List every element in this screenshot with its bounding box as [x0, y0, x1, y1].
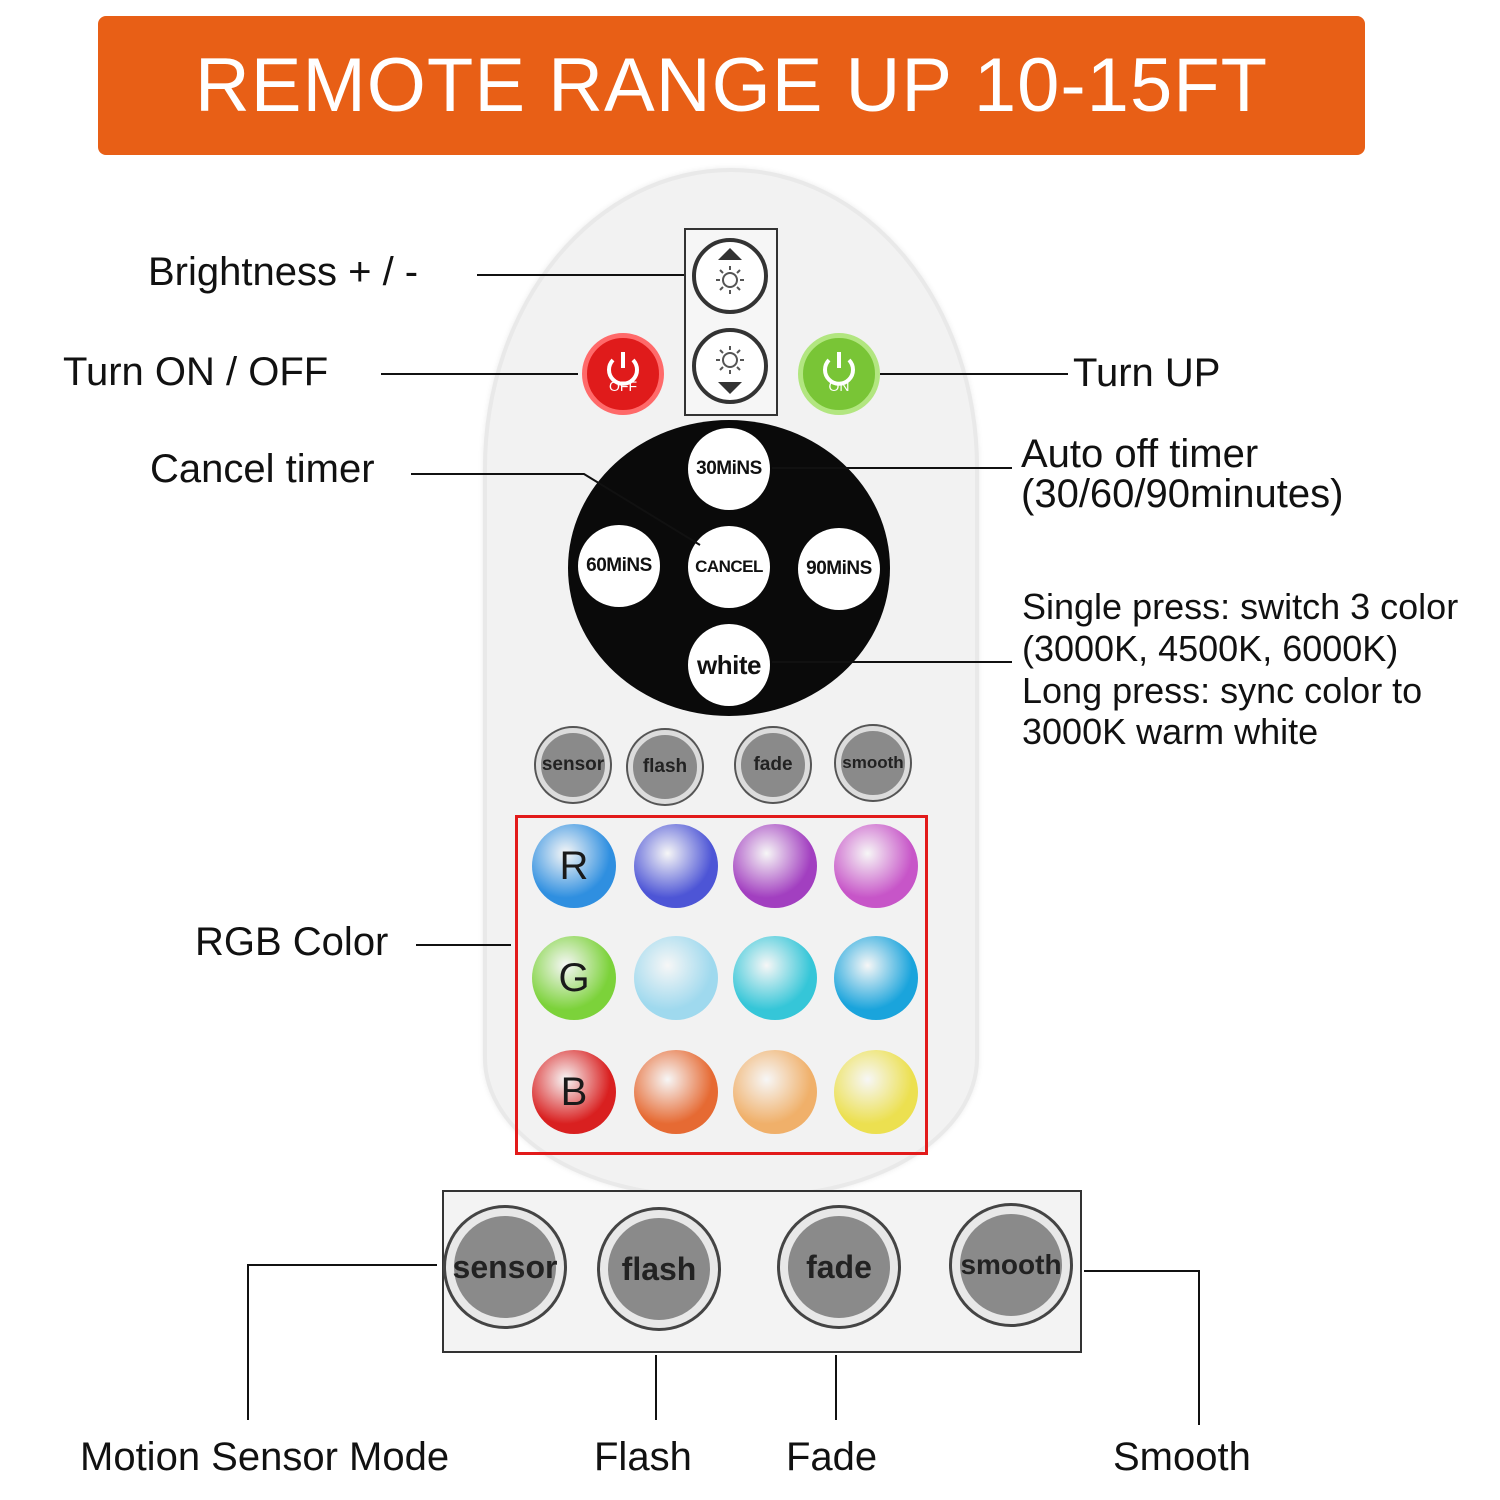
flash-label: Flash — [594, 1435, 692, 1479]
cancel-timer-button[interactable]: CANCEL — [688, 526, 770, 608]
white-button[interactable]: white — [688, 624, 770, 706]
fade-button[interactable]: fade — [780, 1208, 898, 1326]
power-on-label: ON — [828, 378, 850, 394]
timer-90-button[interactable]: 90MiNS — [798, 528, 880, 610]
color-swatch-button[interactable] — [733, 936, 817, 1020]
timer-30-button[interactable]: 30MiNS — [688, 428, 770, 510]
brightness-down-button[interactable] — [692, 328, 768, 404]
power-off-button[interactable]: OFF — [582, 333, 664, 415]
white-desc-line2: (3000K, 4500K, 6000K) — [1022, 628, 1399, 669]
power-on-button[interactable]: ON — [798, 333, 880, 415]
banner-title: REMOTE RANGE UP 10-15FT — [194, 43, 1269, 128]
brightness-down-icon — [716, 346, 744, 394]
color-swatch-button[interactable] — [834, 824, 918, 908]
fade-label: Fade — [786, 1435, 878, 1479]
cancel-timer-label: Cancel timer — [150, 447, 375, 491]
turn-up-label: Turn UP — [1073, 351, 1221, 395]
auto-off-label-line2: (30/60/90minutes) — [1021, 472, 1344, 516]
color-swatch-button[interactable] — [634, 1050, 718, 1134]
turn-on-off-label: Turn ON / OFF — [63, 350, 329, 394]
smooth-button[interactable]: smooth — [952, 1206, 1070, 1324]
auto-off-label-line1: Auto off timer — [1021, 432, 1259, 476]
power-icon — [823, 352, 855, 386]
sensor-button[interactable]: sensor — [446, 1208, 564, 1326]
rgb-color-label: RGB Color — [195, 920, 389, 964]
smooth-button-small[interactable]: smooth — [836, 726, 910, 800]
sensor-button-small[interactable]: sensor — [536, 728, 610, 802]
white-desc-line3: Long press: sync color to — [1022, 670, 1423, 711]
title-banner: REMOTE RANGE UP 10-15FT — [98, 16, 1365, 155]
power-off-label: OFF — [609, 378, 637, 394]
rgb-color-frame — [515, 815, 928, 1155]
white-desc-line1: Single press: switch 3 color — [1022, 586, 1459, 627]
color-swatch-button[interactable] — [733, 1050, 817, 1134]
motion-sensor-mode-label: Motion Sensor Mode — [80, 1435, 450, 1479]
brightness-up-button[interactable] — [692, 238, 768, 314]
color-swatch-button[interactable] — [634, 936, 718, 1020]
power-icon — [607, 352, 639, 386]
flash-button-small[interactable]: flash — [628, 730, 702, 804]
white-desc-line4: 3000K warm white — [1022, 711, 1319, 752]
fade-button-small[interactable]: fade — [736, 728, 810, 802]
flash-button[interactable]: flash — [600, 1210, 718, 1328]
color-swatch-button[interactable] — [634, 824, 718, 908]
color-swatch-button[interactable] — [834, 1050, 918, 1134]
color-r-button[interactable]: R — [532, 824, 616, 908]
color-g-button[interactable]: G — [532, 936, 616, 1020]
brightness-button-group — [684, 228, 778, 416]
color-swatch-button[interactable] — [733, 824, 817, 908]
color-b-button[interactable]: B — [532, 1050, 616, 1134]
color-swatch-button[interactable] — [834, 936, 918, 1020]
timer-60-button[interactable]: 60MiNS — [578, 525, 660, 607]
brightness-label: Brightness + / - — [148, 250, 419, 294]
brightness-up-icon — [716, 248, 744, 294]
smooth-label: Smooth — [1113, 1435, 1251, 1479]
